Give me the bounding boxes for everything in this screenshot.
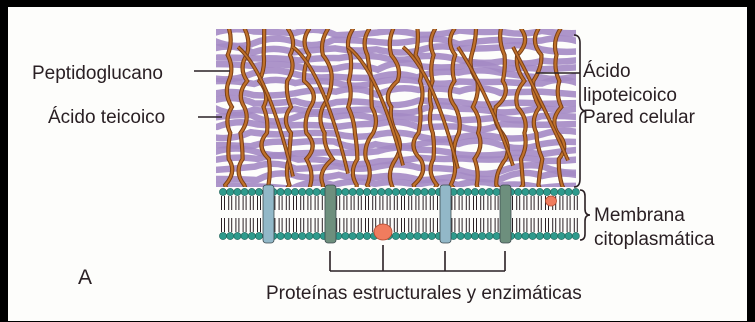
label-lipoteichoic-line2: lipoteicoico bbox=[583, 85, 677, 106]
peripheral-enzyme bbox=[374, 224, 392, 240]
lipid-head bbox=[291, 188, 298, 195]
lipid-head bbox=[392, 232, 399, 239]
lipid-head bbox=[306, 232, 313, 239]
lipid-head bbox=[551, 232, 558, 239]
lipid-head bbox=[414, 188, 421, 195]
lipid-head bbox=[219, 232, 226, 239]
lipid-head bbox=[479, 188, 486, 195]
lipid-head bbox=[227, 232, 234, 239]
lipid-head bbox=[255, 188, 262, 195]
lipid-head bbox=[306, 188, 313, 195]
transmembrane-protein bbox=[440, 185, 451, 243]
lipid-head bbox=[479, 232, 486, 239]
lipid-head bbox=[356, 232, 363, 239]
lipid-head bbox=[493, 232, 500, 239]
lipid-head bbox=[457, 232, 464, 239]
figure-panel: Peptidoglucano Ácido teicoico Ácido lipo… bbox=[8, 7, 747, 321]
lipid-head bbox=[428, 232, 435, 239]
lipid-head bbox=[291, 232, 298, 239]
lipid-head bbox=[363, 188, 370, 195]
lipid-head bbox=[486, 188, 493, 195]
lipid-head bbox=[536, 232, 543, 239]
peptidoglycan-fiber bbox=[217, 122, 583, 130]
lipid-head bbox=[543, 188, 550, 195]
lipid-head bbox=[407, 188, 414, 195]
peptidoglycan-fiber bbox=[212, 45, 583, 52]
lipid-head bbox=[572, 188, 579, 195]
lipid-head bbox=[457, 188, 464, 195]
lipid-head bbox=[565, 232, 572, 239]
membrane-brace bbox=[580, 190, 590, 240]
lipid-head bbox=[234, 188, 241, 195]
lipid-head bbox=[313, 188, 320, 195]
label-proteins: Proteínas estructurales y enzimáticas bbox=[266, 283, 582, 304]
lipid-head bbox=[234, 232, 241, 239]
lipid-head bbox=[414, 232, 421, 239]
lipid-head bbox=[349, 188, 356, 195]
transmembrane-protein bbox=[263, 185, 274, 243]
label-membrane-line2: citoplasmática bbox=[594, 229, 714, 250]
lipid-head bbox=[515, 188, 522, 195]
lipid-head bbox=[565, 188, 572, 195]
peptidoglycan-wall bbox=[209, 29, 583, 211]
lipid-head bbox=[558, 188, 565, 195]
lipid-head bbox=[421, 188, 428, 195]
lipid-head bbox=[536, 188, 543, 195]
lipid-head bbox=[255, 232, 262, 239]
lipid-head bbox=[349, 232, 356, 239]
label-membrane-line1: Membrana bbox=[594, 205, 685, 226]
lipid-head bbox=[572, 232, 579, 239]
lipid-head bbox=[428, 188, 435, 195]
lipid-head bbox=[378, 188, 385, 195]
lipid-head bbox=[241, 232, 248, 239]
lipid-head bbox=[399, 232, 406, 239]
lipid-head bbox=[543, 232, 550, 239]
lipid-head bbox=[227, 188, 234, 195]
lipid-head bbox=[392, 188, 399, 195]
lipid-head bbox=[551, 188, 558, 195]
lipid-head bbox=[407, 232, 414, 239]
lipid-head bbox=[299, 232, 306, 239]
lipid-head bbox=[363, 232, 370, 239]
label-peptidoglycan: Peptidoglucano bbox=[32, 63, 163, 84]
lipid-head bbox=[471, 232, 478, 239]
lipid-head bbox=[464, 188, 471, 195]
lipid-head bbox=[385, 188, 392, 195]
transmembrane-protein bbox=[325, 185, 336, 243]
peptidoglycan-fiber bbox=[213, 29, 583, 35]
label-cell-wall: Pared celular bbox=[583, 107, 695, 128]
lipid-head bbox=[486, 232, 493, 239]
panel-letter: A bbox=[78, 267, 92, 288]
peripheral-enzyme-small bbox=[546, 196, 557, 206]
lipid-head bbox=[421, 232, 428, 239]
lipid-head bbox=[399, 188, 406, 195]
lipid-head bbox=[522, 188, 529, 195]
lipid-head bbox=[219, 188, 226, 195]
lipid-head bbox=[284, 232, 291, 239]
lipid-head bbox=[277, 188, 284, 195]
lipid-head bbox=[522, 232, 529, 239]
label-teichoic-acid: Ácido teicoico bbox=[48, 107, 165, 128]
lipid-head bbox=[471, 188, 478, 195]
lipid-head bbox=[248, 188, 255, 195]
lipid-head bbox=[515, 232, 522, 239]
lipid-head bbox=[284, 188, 291, 195]
lipid-head bbox=[371, 188, 378, 195]
lipid-head bbox=[342, 232, 349, 239]
transmembrane-protein bbox=[500, 185, 511, 243]
lipid-head bbox=[529, 232, 536, 239]
lipid-head bbox=[558, 232, 565, 239]
lipid-head bbox=[299, 188, 306, 195]
lipid-head bbox=[241, 188, 248, 195]
lipid-head bbox=[313, 232, 320, 239]
lipid-head bbox=[342, 188, 349, 195]
label-lipoteichoic-line1: Ácido bbox=[583, 61, 631, 82]
lipid-head bbox=[356, 188, 363, 195]
lipid-head bbox=[493, 188, 500, 195]
cell-envelope-diagram bbox=[8, 7, 747, 321]
lipid-head bbox=[464, 232, 471, 239]
lipid-head bbox=[277, 232, 284, 239]
lipid-head bbox=[529, 188, 536, 195]
lipid-head bbox=[248, 232, 255, 239]
